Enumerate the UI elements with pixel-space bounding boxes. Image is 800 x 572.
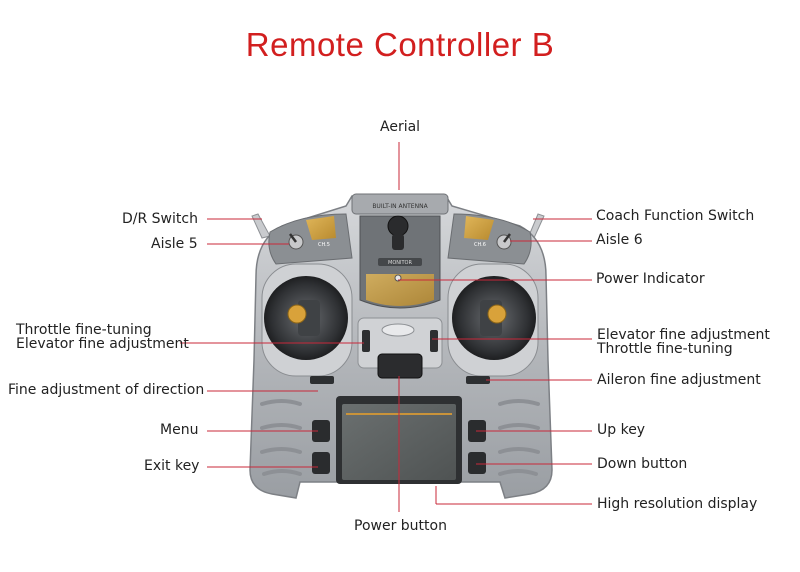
monitor-print: MONITOR [388, 260, 412, 266]
left-grip-ribs [260, 399, 302, 476]
exit-key[interactable] [312, 452, 330, 474]
label-right-trim-throttle: Throttle fine-tuning [597, 341, 733, 357]
dr-switch-lever [289, 233, 297, 243]
power-button[interactable] [377, 353, 423, 379]
direction-trim[interactable] [310, 376, 334, 384]
label-power-indicator: Power Indicator [596, 271, 705, 287]
down-key[interactable] [468, 452, 486, 474]
menu-key[interactable] [312, 420, 330, 442]
label-aileron-fine-adjustment: Aileron fine adjustment [597, 372, 761, 388]
antenna-block [351, 193, 449, 215]
label-left-trim-elevator: Elevator fine adjustment [16, 336, 189, 352]
ch5-print: CH.5 [318, 242, 330, 248]
center-badge [381, 323, 415, 337]
label-coach-function-switch: Coach Function Switch [596, 208, 755, 224]
antenna-stem [392, 234, 404, 250]
label-menu: Menu [160, 422, 199, 438]
label-exit-key: Exit key [144, 458, 200, 474]
ch6-print: CH.6 [474, 242, 486, 248]
aileron-trim[interactable] [466, 376, 490, 384]
label-high-resolution-display: High resolution display [597, 496, 758, 512]
label-up-key: Up key [597, 422, 646, 438]
label-aisle6: Aisle 6 [596, 232, 643, 248]
left-stick[interactable] [287, 304, 307, 324]
label-aisle5: Aisle 5 [151, 236, 198, 252]
left-handle [251, 213, 271, 239]
label-dr-switch: D/R Switch [122, 211, 198, 227]
antenna-print: BUILT-IN ANTENNA [372, 203, 428, 210]
label-power-button: Power button [354, 518, 447, 534]
label-right-trim-elevator: Elevator fine adjustment [597, 327, 770, 343]
right-gold-plate [464, 216, 494, 240]
label-aerial: Aerial [380, 119, 421, 135]
label-down-button: Down button [597, 456, 688, 472]
center-gold-panel [366, 274, 434, 306]
right-stick[interactable] [487, 304, 507, 324]
monitor-strip [378, 258, 422, 266]
label-fine-adjustment-direction: Fine adjustment of direction [8, 382, 205, 398]
left-gold-plate [306, 216, 336, 240]
leader-lines [180, 142, 592, 512]
antenna-knob [387, 215, 409, 237]
page-title: Remote Controller B [245, 26, 555, 63]
label-left-trim-throttle: Throttle fine-tuning [16, 322, 152, 338]
left-vertical-trim[interactable] [362, 330, 370, 352]
right-vertical-trim[interactable] [430, 330, 438, 352]
right-grip-ribs [498, 399, 540, 476]
coach-switch-lever [503, 233, 511, 243]
